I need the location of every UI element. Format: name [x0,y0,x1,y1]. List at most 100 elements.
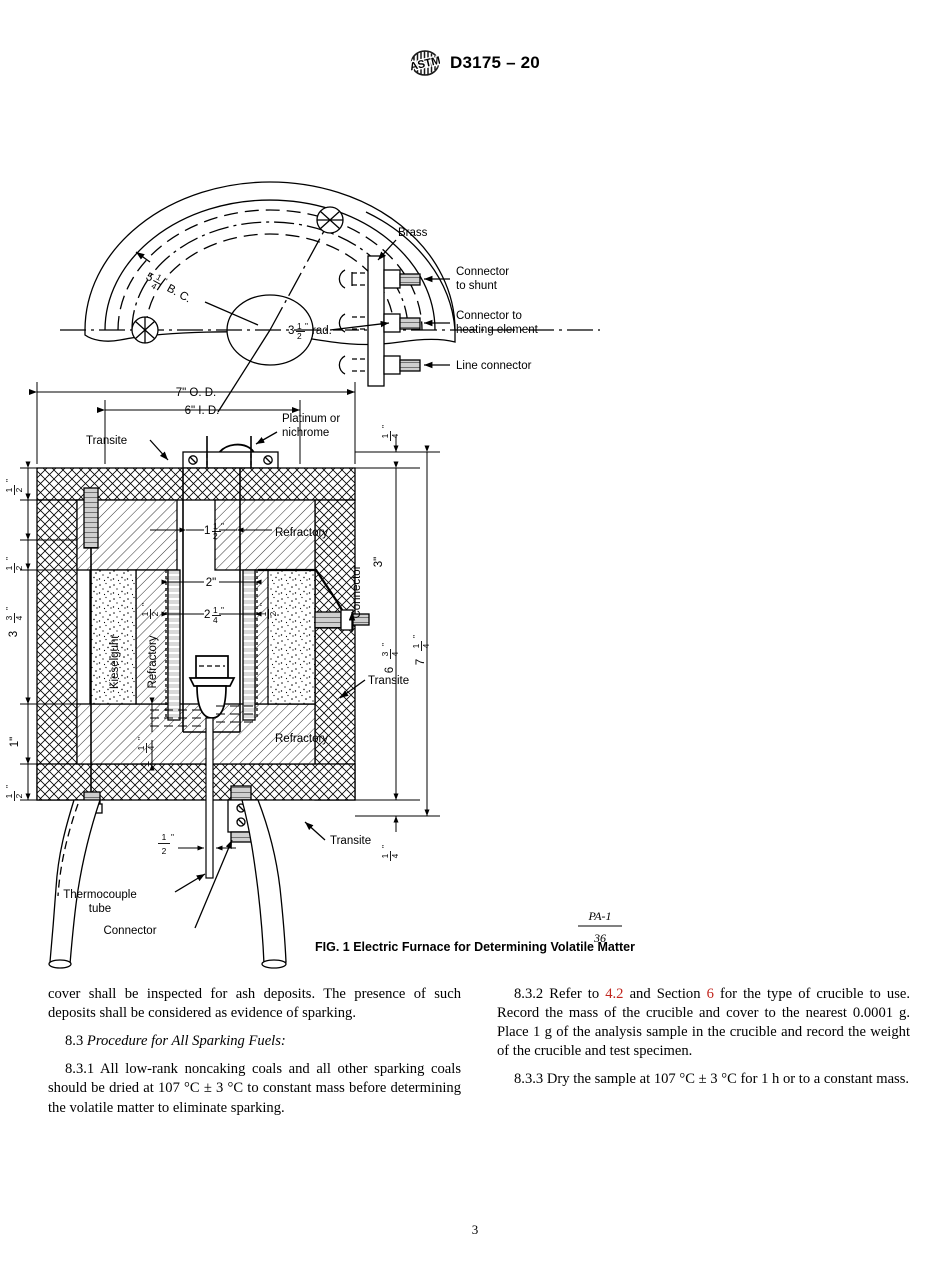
bottom-dim-one-quarter: 1 1 4 " [136,737,156,767]
astm-logo: ASTM ASTM [407,48,443,78]
connector-to-heating-label-line2: heating element [456,324,539,336]
center-dim-one-half: 1 1 2 " [204,521,224,541]
svg-text:": " [221,605,224,615]
svg-text:2: 2 [268,611,278,616]
brass-label: Brass [398,227,428,239]
svg-text:1: 1 [4,487,14,492]
outer-diameter-label: 7" O. D. [176,387,217,399]
thermocouple-label-line1: Thermocouple [63,889,137,901]
inner-right-dim-half: 1 2 " [258,603,278,619]
center-dim-two-inch: 2" [206,577,216,589]
svg-text:PA-1: PA-1 [587,909,611,923]
svg-text:36: 36 [593,931,606,945]
refractory-lower-label: Refractory [275,733,328,745]
inch-mark: " [305,321,308,331]
svg-text:": " [411,635,421,638]
svg-text:4: 4 [390,853,400,858]
radius-denominator: 2 [297,331,302,341]
svg-text:": " [221,521,224,531]
crucible [188,655,236,719]
bottom-dim-half: 1 2 " [158,832,174,856]
svg-text:4: 4 [390,651,400,656]
connector-bottom-label: Connector [103,925,156,937]
radius-suffix: rad. [312,325,332,337]
section-number-8-3-3: 8.3.3 [514,1071,544,1088]
svg-text:1: 1 [140,611,150,616]
furnace-leg [241,799,287,969]
bolt-hole [316,206,344,234]
transite-bottom-label: Transite [330,835,371,847]
left-dim-half-2: 1 2 " [4,557,24,573]
section-title-8-3: Procedure for All Sparking Fuels: [86,1033,286,1050]
left-dim-half-3: 1 2 " [4,785,24,801]
svg-text:": " [4,607,14,610]
svg-text:1: 1 [4,565,14,570]
terminal-assembly [338,269,421,375]
cross-reference-6[interactable]: 6 [706,986,714,1002]
radius-whole: 3 [288,325,294,337]
svg-text:1: 1 [162,832,167,842]
connector-right-label: Connector [351,565,363,618]
svg-text:4: 4 [390,433,400,438]
svg-text:2: 2 [14,793,24,798]
paragraph-8-3-1: 8.3.1 All low-rank noncaking coals and a… [48,1060,461,1117]
paragraph-8-3-2-text-b: and Section [629,986,701,1002]
plus-minus-sign: ± [203,1080,212,1097]
transite-top-label: Transite [86,435,127,447]
thermocouple-label-line2: tube [89,903,111,915]
furnace-leg [48,799,101,969]
left-dim-one-inch: 1" [9,737,21,747]
connector-to-shunt-label-line2: to shunt [456,280,498,292]
page-number: 3 [471,1222,479,1237]
svg-text:2: 2 [213,531,218,541]
connector-to-heating-label-line1: Connector to [456,310,522,322]
svg-text:": " [4,479,14,482]
svg-text:": " [140,603,150,606]
svg-text:": " [380,425,390,428]
refractory-upper-label: Refractory [275,527,328,539]
svg-text:1: 1 [411,643,421,648]
radius-dimension: 3 1 2 " rad. [288,321,332,341]
paragraph-8-3-3-text-b: 3 °C for 1 h or to a constant mass. [710,1071,910,1088]
svg-text:1: 1 [380,433,390,438]
left-dim-half-1: 1 2 " [4,479,24,495]
paragraph-8-3-1-text-a: All low-rank noncaking coals and all oth… [48,1061,462,1097]
figure-1-electric-furnace: Brass Connector to shunt Connector to he… [0,92,950,972]
section-number-8-3-1: 8.3.1 [65,1061,95,1078]
platinum-label-line1: Platinum or [282,413,340,425]
svg-text:1": 1" [9,737,21,747]
furnace-drawing: Brass Connector to shunt Connector to he… [4,181,622,969]
right-dim-quarter-top: 1 4 " [380,425,400,441]
paragraph-8-3-2: 8.3.2 Refer to 4.2 and Section 6 for the… [497,985,910,1061]
inner-left-dim-half: 1 2 " [140,603,160,619]
inner-diameter-label: 6" I. D. [185,405,220,417]
right-column: 8.3.2 Refer to 4.2 and Section 6 for the… [497,985,910,1120]
svg-text:6: 6 [384,667,396,673]
section-view-furnace [20,382,440,969]
svg-text:3: 3 [380,651,390,656]
paragraph-8-3-3-text-a: Dry the sample at 107 °C [546,1071,695,1088]
svg-text:7: 7 [415,659,427,665]
svg-text:3: 3 [8,631,20,637]
svg-text:4: 4 [14,615,24,620]
right-dim-quarter-bottom: 1 4 " [380,845,400,861]
standard-designation: D3175 – 20 [450,53,540,72]
svg-text:2: 2 [14,565,24,570]
svg-text:": " [380,845,390,848]
section-view-labels: 7" O. D. 6" I. D. Transite Platinum or n… [4,387,622,945]
bolt-circle-denominator: 4 [150,280,159,291]
left-column: cover shall be inspected for ash deposit… [48,985,461,1120]
svg-text:": " [136,737,146,740]
svg-text:4: 4 [213,615,218,625]
svg-text:4: 4 [421,643,431,648]
svg-text:": " [380,643,390,646]
svg-text:1: 1 [136,745,146,750]
cross-reference-4-2[interactable]: 4.2 [605,986,624,1002]
svg-text:1: 1 [140,761,152,767]
drawing-number: PA-1 36 [578,909,622,945]
kieselguhr-label: Kieselguhr [109,635,121,690]
section-number-8-3: 8.3 [65,1033,84,1050]
paragraph-8-3-1-text-b: 3 °C to constant mass before determining… [48,1080,462,1116]
refractory-vertical-label: Refractory [147,635,159,688]
paragraph-continuation: cover shall be inspected for ash deposit… [48,986,461,1022]
